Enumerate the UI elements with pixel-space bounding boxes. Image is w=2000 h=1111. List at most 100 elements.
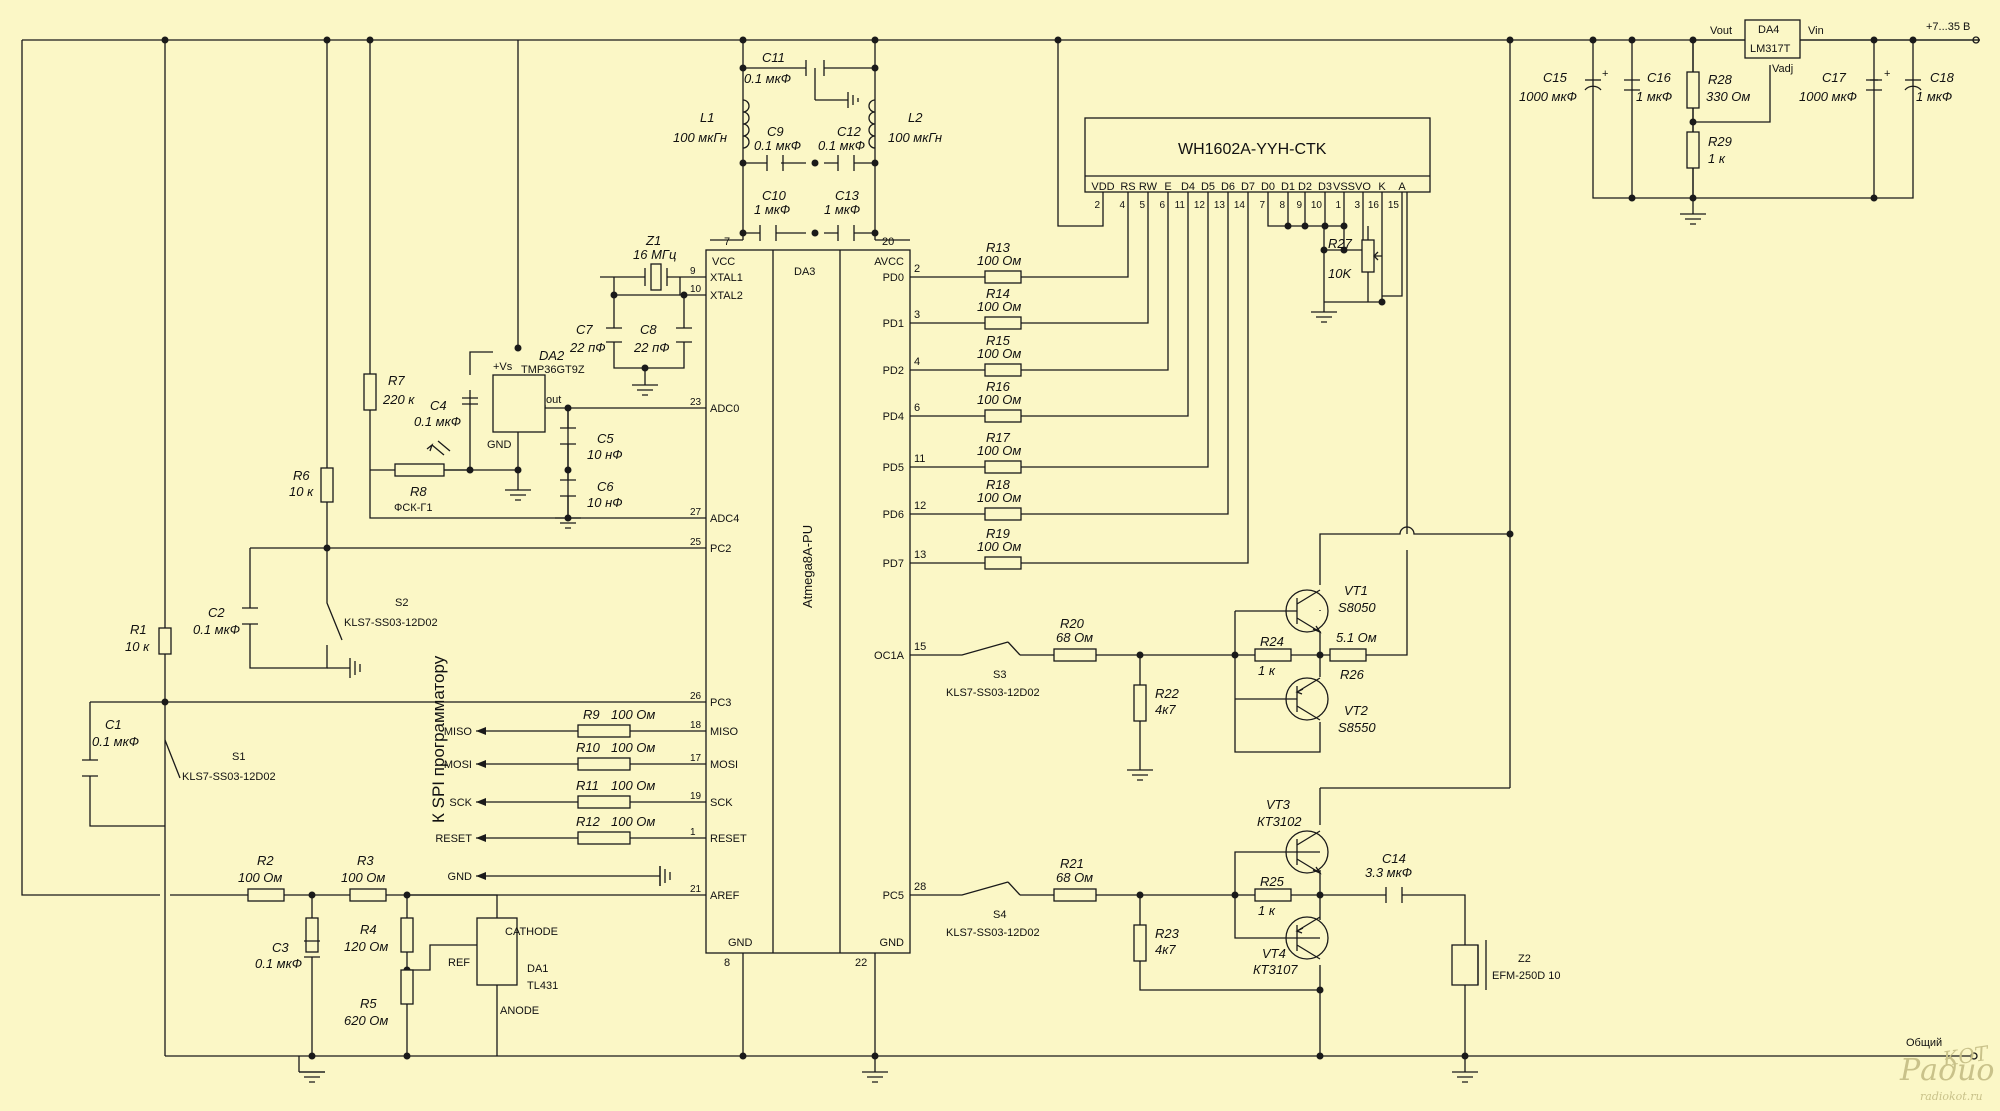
- label-R18-ref: R18: [986, 477, 1011, 492]
- label-R5-val: 620 Ом: [344, 1013, 388, 1028]
- label-C7-val: 22 пФ: [569, 340, 606, 355]
- label-C17-ref: C17: [1822, 70, 1847, 85]
- label-DA2-gnd: GND: [487, 439, 512, 451]
- lcd-pin-name: E: [1164, 181, 1171, 193]
- lcd-display: WH1602A-YYH-CTK VDD2RS4RW5E6D411D512D613…: [1091, 141, 1406, 211]
- label-R19-ref: R19: [986, 526, 1010, 541]
- label-R12-val: 100 Ом: [611, 814, 655, 829]
- mcu-pin-name: XTAL2: [710, 290, 743, 302]
- lcd-pin-name: D4: [1181, 181, 1195, 193]
- lcd-pin-name: D2: [1298, 181, 1312, 193]
- lcd-pin-num: 11: [1175, 200, 1186, 211]
- wires: [21, 39, 1980, 1057]
- svg-text:8: 8: [724, 957, 730, 969]
- label-VT4-val: КТ3107: [1253, 962, 1298, 977]
- label-VT4-ref: VT4: [1262, 946, 1286, 961]
- label-C12-val: 0.1 мкФ: [818, 138, 865, 153]
- mcu-pin-name: PD5: [883, 462, 904, 474]
- label-R26-val: 5.1 Ом: [1336, 630, 1377, 645]
- label-R14-ref: R14: [986, 286, 1010, 301]
- label-C14-ref: C14: [1382, 851, 1406, 866]
- label-R29-ref: R29: [1708, 134, 1732, 149]
- mcu-pin-num: 21: [690, 884, 702, 895]
- mcu-pin-name: PD4: [883, 411, 904, 423]
- label-R14-val: 100 Ом: [977, 299, 1021, 314]
- lcd-pin-name: RW: [1139, 181, 1158, 193]
- label-VT2-ref: VT2: [1344, 703, 1369, 718]
- label-R9-ref: R9: [583, 707, 600, 722]
- mcu-pin-name: XTAL1: [710, 272, 743, 284]
- lcd-pin-num: 3: [1354, 200, 1360, 211]
- lcd-pin-num: 10: [1311, 200, 1323, 211]
- label-C4-val: 0.1 мкФ: [414, 414, 461, 429]
- label-R4-val: 120 Ом: [344, 939, 388, 954]
- lcd-pin-num: 5: [1139, 200, 1145, 211]
- lcd-pin-num: 6: [1159, 200, 1165, 211]
- label-R28-val: 330 Ом: [1706, 89, 1750, 104]
- label-R28-ref: R28: [1708, 72, 1733, 87]
- label-DA1-anode: ANODE: [500, 1005, 539, 1017]
- label-C9-ref: C9: [767, 124, 784, 139]
- label-DA4-vin: Vin: [1808, 25, 1824, 37]
- power-input-label: +7...35 В: [1926, 21, 1970, 33]
- mcu-pin-num: 17: [690, 753, 702, 764]
- label-R23-ref: R23: [1155, 926, 1180, 941]
- svg-text:Радио: Радио: [1899, 1053, 1994, 1088]
- spi-reset-label: RESET: [435, 833, 472, 845]
- lcd-pin-name: D7: [1241, 181, 1255, 193]
- label-Z1-val: 16 МГц: [633, 247, 676, 262]
- label-R1-val: 10 к: [125, 639, 150, 654]
- label-C13-val: 1 мкФ: [824, 202, 860, 217]
- label-VT2-val: S8550: [1338, 720, 1376, 735]
- lcd-pin-name: K: [1378, 181, 1386, 193]
- svg-text:+: +: [1602, 68, 1608, 80]
- lcd-pin-num: 15: [1388, 200, 1400, 211]
- svg-text:2: 2: [914, 263, 920, 275]
- label-L2-val: 100 мкГн: [888, 130, 942, 145]
- mcu-pin-num: 26: [690, 691, 702, 702]
- ground-symbols: [298, 92, 1706, 1083]
- label-R20-ref: R20: [1060, 616, 1085, 631]
- label-C4-ref: C4: [430, 398, 447, 413]
- svg-text:11: 11: [914, 453, 925, 465]
- spi-title: К SPI программатору: [429, 655, 448, 823]
- mcu-pin-name: RESET: [710, 833, 747, 845]
- label-R20-val: 68 Ом: [1056, 630, 1093, 645]
- mcu-pin-num: 1: [690, 827, 696, 838]
- lcd-pin-num: 12: [1194, 200, 1206, 211]
- label-R8-val: ФСК-Г1: [394, 502, 432, 514]
- label-R13-val: 100 Ом: [977, 253, 1021, 268]
- label-C18-ref: C18: [1930, 70, 1955, 85]
- label-Z2-ref: Z2: [1518, 953, 1531, 965]
- label-VT3-ref: VT3: [1266, 797, 1291, 812]
- mcu-pin-name: ADC4: [710, 513, 739, 525]
- label-DA1-val: TL431: [527, 980, 558, 992]
- label-R22-ref: R22: [1155, 686, 1180, 701]
- mcu-pin-name: PC3: [710, 697, 731, 709]
- mcu-pin-name: PC5: [883, 890, 904, 902]
- svg-text:20: 20: [882, 236, 894, 248]
- label-R25-val: 1 к: [1258, 903, 1276, 918]
- label-R15-val: 100 Ом: [977, 346, 1021, 361]
- lcd-name: WH1602A-YYH-CTK: [1178, 141, 1327, 158]
- label-C1-val: 0.1 мкФ: [92, 734, 139, 749]
- lcd-pin-name: D5: [1201, 181, 1215, 193]
- label-C18-val: 1 мкФ: [1916, 89, 1952, 104]
- svg-text:22: 22: [855, 957, 867, 969]
- mcu-pin-name: MOSI: [710, 759, 738, 771]
- mcu-pin-name: VCC: [712, 256, 735, 268]
- mcu-pin-num: 25: [690, 537, 702, 548]
- mcu-pin-name: GND: [728, 937, 753, 949]
- component-symbols: [82, 19, 1922, 1005]
- spi-miso-label: MISO: [444, 726, 473, 738]
- label-C8-val: 22 пФ: [633, 340, 670, 355]
- lcd-pin-name: D1: [1281, 181, 1295, 193]
- lcd-pin-num: 2: [1094, 200, 1100, 211]
- svg-text:+: +: [1884, 68, 1890, 80]
- mcu-name: Atmega8A-PU: [800, 525, 815, 608]
- mcu-pin-name: ADC0: [710, 403, 739, 415]
- spi-gnd-label: GND: [448, 871, 473, 883]
- mcu-pin-name: GND: [880, 937, 905, 949]
- mcu-pin-num: 10: [690, 284, 702, 295]
